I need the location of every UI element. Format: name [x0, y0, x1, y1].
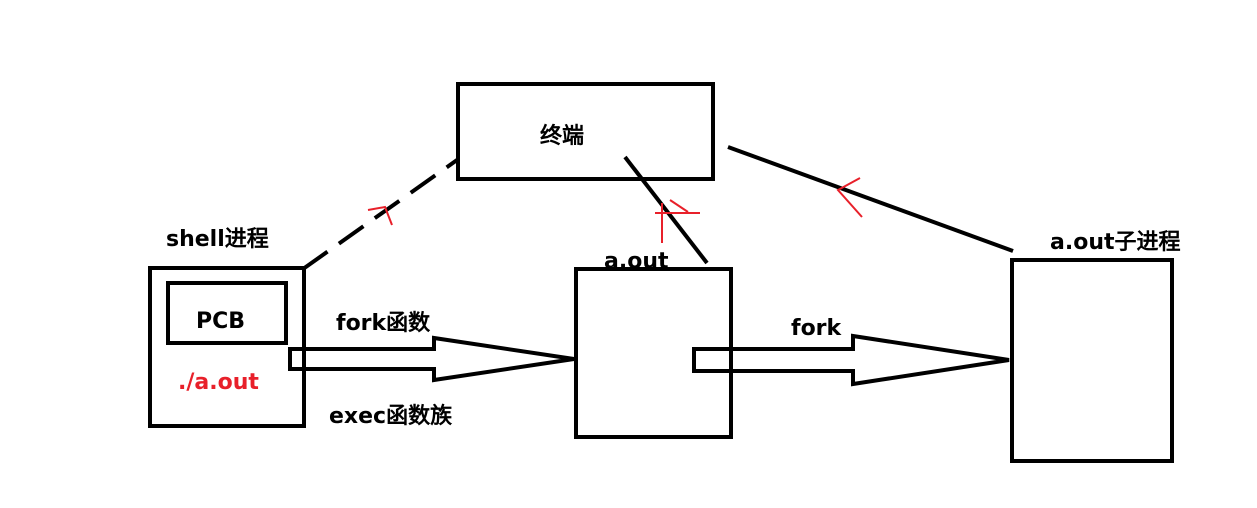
child-process-label: a.out子进程	[1050, 230, 1181, 255]
shell-terminal-dashed-line	[301, 158, 459, 271]
shell-terminal-arrowhead	[367, 205, 393, 226]
run-command-label: ./a.out	[178, 370, 259, 395]
child-terminal-line	[727, 145, 1014, 253]
aout-node: a.out	[574, 249, 733, 439]
shell-process-box	[148, 266, 306, 428]
terminal-box	[456, 82, 715, 181]
shell-process-label: shell进程	[166, 227, 269, 252]
aout-box	[574, 267, 733, 439]
fork-label: fork	[791, 316, 843, 341]
fork-function-label: fork函数	[336, 310, 431, 336]
terminal-label: 终端	[540, 123, 584, 149]
fork-exec-arrow: fork函数 exec函数族	[288, 310, 575, 429]
child-terminal-arrowhead	[836, 177, 863, 218]
fork-exec-arrow-shape	[288, 335, 575, 383]
aout-terminal-arrowhead	[655, 199, 700, 243]
aout-terminal-connector	[623, 155, 709, 265]
fork-arrow-shape	[692, 333, 1010, 387]
child-process-node: a.out子进程	[1010, 230, 1181, 463]
shell-process-node: shell进程 PCB ./a.out	[148, 227, 306, 428]
child-process-box	[1010, 258, 1174, 463]
fork-arrow: fork	[692, 316, 1010, 387]
pcb-label: PCB	[196, 309, 245, 334]
exec-family-label: exec函数族	[329, 403, 453, 429]
pcb-box	[166, 281, 288, 345]
terminal-node: 终端	[456, 82, 715, 181]
aout-terminal-line	[623, 155, 709, 265]
child-terminal-connector	[727, 145, 1014, 253]
shell-terminal-connector	[301, 158, 459, 271]
